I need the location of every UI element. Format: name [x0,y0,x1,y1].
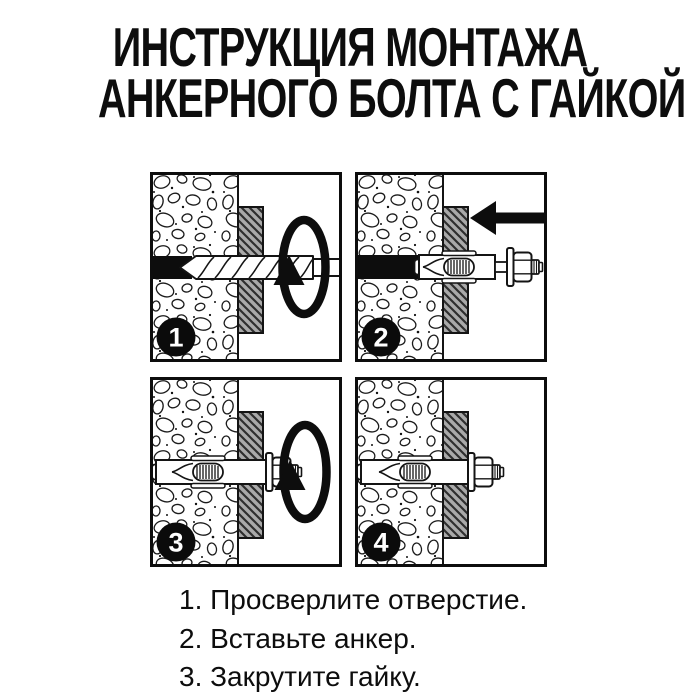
panel-frame [150,377,342,567]
instruction-line-2: 2. Вставьте анкер. [179,622,417,654]
step-number: 2 [373,323,388,353]
hex-nut-icon [467,452,505,492]
step-panel-4: 4 [355,377,547,567]
hex-nut-icon [506,247,544,287]
step-number: 3 [168,528,183,558]
step-panel-2: 2 [355,172,547,362]
drilled-hole [358,255,421,279]
panel-frame [355,377,547,567]
step-badge: 1 [156,317,196,357]
step-panel-1: 1 [150,172,342,362]
anchor-bolt-icon [356,452,505,492]
insert-direction-arrow-icon [470,201,544,235]
title-line-1: ИНСТРУКЦИЯ МОНТАЖА [112,16,588,78]
step-badge: 2 [361,317,401,357]
anchor-bolt-icon [413,247,544,287]
step-number: 1 [168,323,183,353]
step-badge: 4 [361,522,401,562]
poster-title: ИНСТРУКЦИЯ МОНТАЖА АНКЕРНОГО БОЛТА С ГАЙ… [0,16,700,129]
title-line-2: АНКЕРНОГО БОЛТА С ГАЙКОЙ [97,67,686,129]
instructions-list: 1. Просверлите отверстие. 2. Вставьте ан… [179,581,527,697]
step-number: 4 [373,528,388,558]
panel-frame [355,172,547,362]
step-panel-3: 3 [150,377,342,567]
drill-bit-icon [179,255,341,280]
panel-frame [150,172,342,362]
drilled-hole [153,256,192,279]
step-badge: 3 [156,522,196,562]
instruction-line-3: 3. Закрутите гайку. [179,661,421,692]
anchor-bolt-icon [151,452,303,492]
instruction-line-1: 1. Просверлите отверстие. [179,584,528,615]
